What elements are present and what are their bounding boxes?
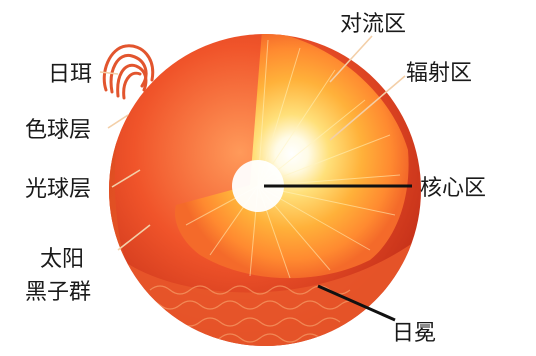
label-granulation: 日冕 [392, 321, 436, 346]
label-convection-zone: 对流区 [340, 12, 406, 37]
label-radiative-zone: 辐射区 [406, 61, 472, 86]
label-photosphere: 光球层 [25, 177, 91, 202]
label-sunspots-line2: 黑子群 [25, 280, 91, 305]
label-core: 核心区 [420, 176, 486, 201]
label-chromosphere: 色球层 [25, 118, 91, 143]
leader-corona [100, 72, 118, 74]
label-corona: 日珥 [48, 62, 92, 87]
label-sunspots-line1: 太阳 [40, 247, 84, 272]
